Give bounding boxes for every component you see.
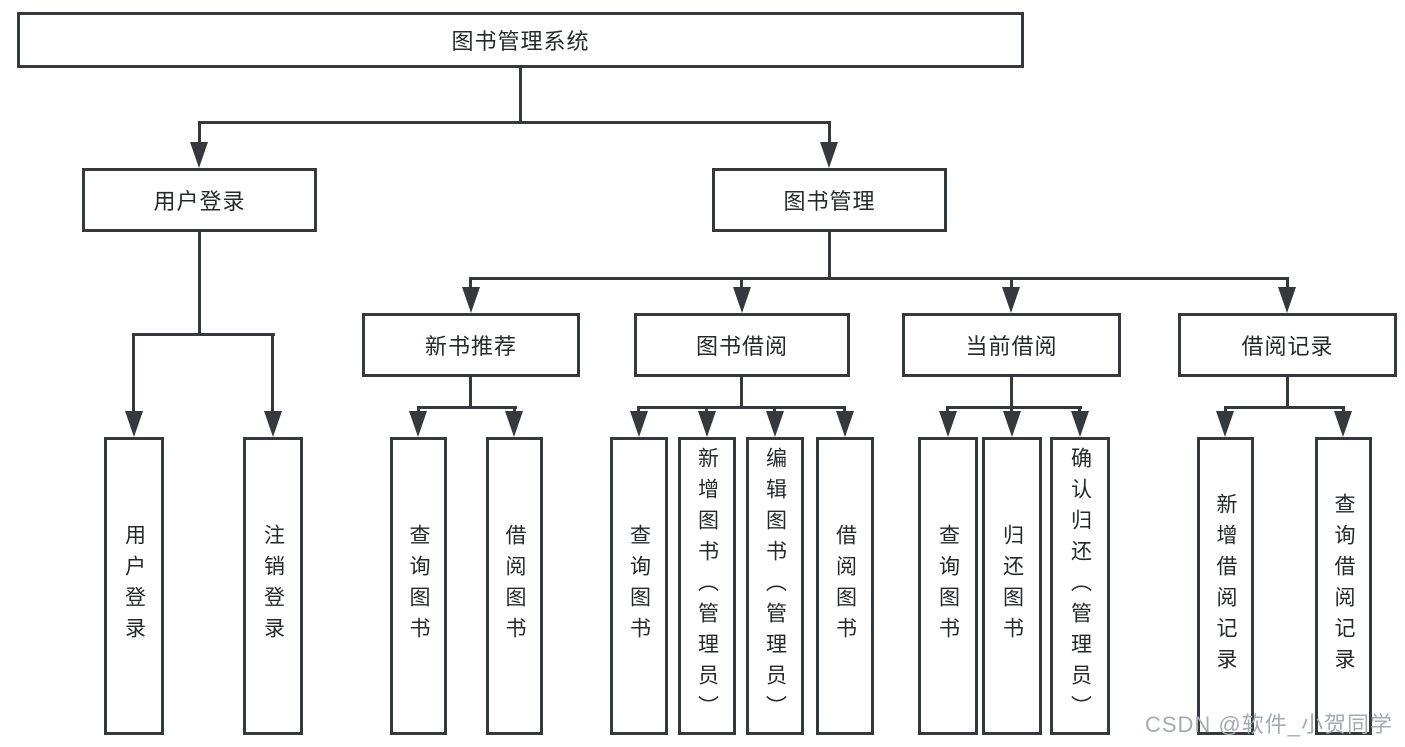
arrow-down-icon — [766, 411, 784, 437]
connector-book-management-trunk — [828, 232, 831, 279]
node-label: 查询图书 — [407, 524, 430, 648]
connector-stem — [513, 406, 516, 413]
connector-stem — [1010, 277, 1013, 289]
connector-level1-split — [198, 121, 831, 124]
arrow-down-icon — [630, 411, 648, 437]
connector-trunk — [1010, 377, 1013, 408]
node-label: 新书推荐 — [424, 334, 517, 359]
arrow-down-icon — [1216, 411, 1234, 437]
leaf-add-borrow-record: 新增借阅记录 — [1197, 437, 1254, 735]
node-label: 图书管理 — [783, 189, 876, 214]
connector-trunk — [740, 377, 743, 408]
arrow-down-icon — [264, 411, 282, 437]
connector-stem — [198, 121, 201, 144]
leaf-confirm-return-admin: 确认归还（管理员） — [1050, 437, 1110, 735]
connector-stem — [1342, 406, 1345, 413]
arrow-down-icon — [1003, 411, 1021, 437]
connector-stem — [132, 333, 135, 413]
connector-stem — [946, 406, 949, 413]
arrow-down-icon — [505, 411, 523, 437]
leaf-add-book-admin: 新增图书（管理员） — [678, 437, 736, 735]
arrow-down-icon — [836, 411, 854, 437]
connector-trunk — [1286, 377, 1289, 408]
csdn-watermark: CSDN @软件_小贺同学 — [1144, 712, 1393, 737]
node-label: 借阅图书 — [503, 524, 526, 648]
connector-stem — [1224, 406, 1227, 413]
connector-stem — [1010, 406, 1013, 413]
connector-split — [946, 406, 1082, 409]
connector-stem — [773, 406, 776, 413]
arrow-down-icon — [939, 411, 957, 437]
arrow-down-icon — [1334, 411, 1352, 437]
connector-stem — [637, 406, 640, 413]
leaf-borrow-books-recommend: 借阅图书 — [486, 437, 543, 735]
arrow-down-icon — [698, 411, 716, 437]
node-label: 新增图书（管理员） — [695, 446, 719, 726]
node-new-book-recommend: 新书推荐 — [362, 313, 580, 377]
arrow-down-icon — [409, 411, 427, 437]
node-label: 注销登录 — [261, 524, 285, 648]
arrow-down-icon — [733, 287, 751, 313]
node-label: 查询图书 — [627, 524, 651, 648]
leaf-borrow-books: 借阅图书 — [816, 437, 874, 735]
node-label: 查询借阅记录 — [1332, 493, 1355, 679]
arrow-down-icon — [125, 411, 143, 437]
connector-stem — [417, 406, 420, 413]
connector-stem — [740, 277, 743, 289]
arrow-down-icon — [190, 142, 208, 168]
leaf-logout: 注销登录 — [243, 437, 303, 735]
leaf-query-borrow-record: 查询借阅记录 — [1315, 437, 1372, 735]
leaf-query-books-recommend: 查询图书 — [390, 437, 447, 735]
node-book-borrow: 图书借阅 — [634, 313, 850, 377]
node-label: 借阅图书 — [833, 524, 857, 648]
node-label: 用户登录 — [153, 189, 246, 214]
node-label: 图书管理系统 — [451, 29, 590, 54]
connector-split — [1224, 406, 1345, 409]
node-root: 图书管理系统 — [17, 12, 1024, 68]
node-label: 新增借阅记录 — [1214, 493, 1237, 679]
node-label: 当前借阅 — [965, 334, 1058, 359]
node-label: 用户登录 — [122, 524, 146, 648]
connector-level2-split — [471, 277, 1288, 280]
connector-user-login-split — [132, 333, 275, 336]
arrow-down-icon — [1071, 411, 1089, 437]
arrow-down-icon — [462, 287, 480, 313]
node-book-management: 图书管理 — [712, 168, 947, 232]
leaf-user-login: 用户登录 — [104, 437, 164, 735]
node-label: 查询图书 — [936, 524, 960, 648]
node-label: 编辑图书（管理员） — [763, 446, 787, 726]
node-borrow-records: 借阅记录 — [1178, 313, 1397, 377]
node-label: 归还图书 — [1000, 524, 1024, 648]
connector-stem — [1078, 406, 1081, 413]
connector-trunk — [469, 377, 472, 408]
connector-root-trunk — [519, 68, 522, 124]
leaf-edit-book-admin: 编辑图书（管理员） — [746, 437, 804, 735]
node-label: 借阅记录 — [1241, 334, 1334, 359]
leaf-query-books-borrow: 查询图书 — [610, 437, 668, 735]
node-user-login: 用户登录 — [82, 168, 317, 232]
connector-split — [637, 406, 846, 409]
connector-stem — [1286, 277, 1289, 289]
node-label: 图书借阅 — [695, 334, 788, 359]
arrow-down-icon — [820, 142, 838, 168]
connector-split — [417, 406, 517, 409]
leaf-return-book: 归还图书 — [982, 437, 1042, 735]
node-label: 确认归还（管理员） — [1068, 446, 1092, 726]
arrow-down-icon — [1278, 287, 1296, 313]
arrow-down-icon — [1002, 287, 1020, 313]
node-current-borrow: 当前借阅 — [902, 313, 1121, 377]
connector-stem — [469, 277, 472, 289]
connector-stem — [843, 406, 846, 413]
connector-user-login-trunk — [198, 232, 201, 335]
connector-stem — [705, 406, 708, 413]
connector-stem — [271, 333, 274, 413]
leaf-query-books-current: 查询图书 — [918, 437, 978, 735]
connector-stem — [828, 121, 831, 144]
